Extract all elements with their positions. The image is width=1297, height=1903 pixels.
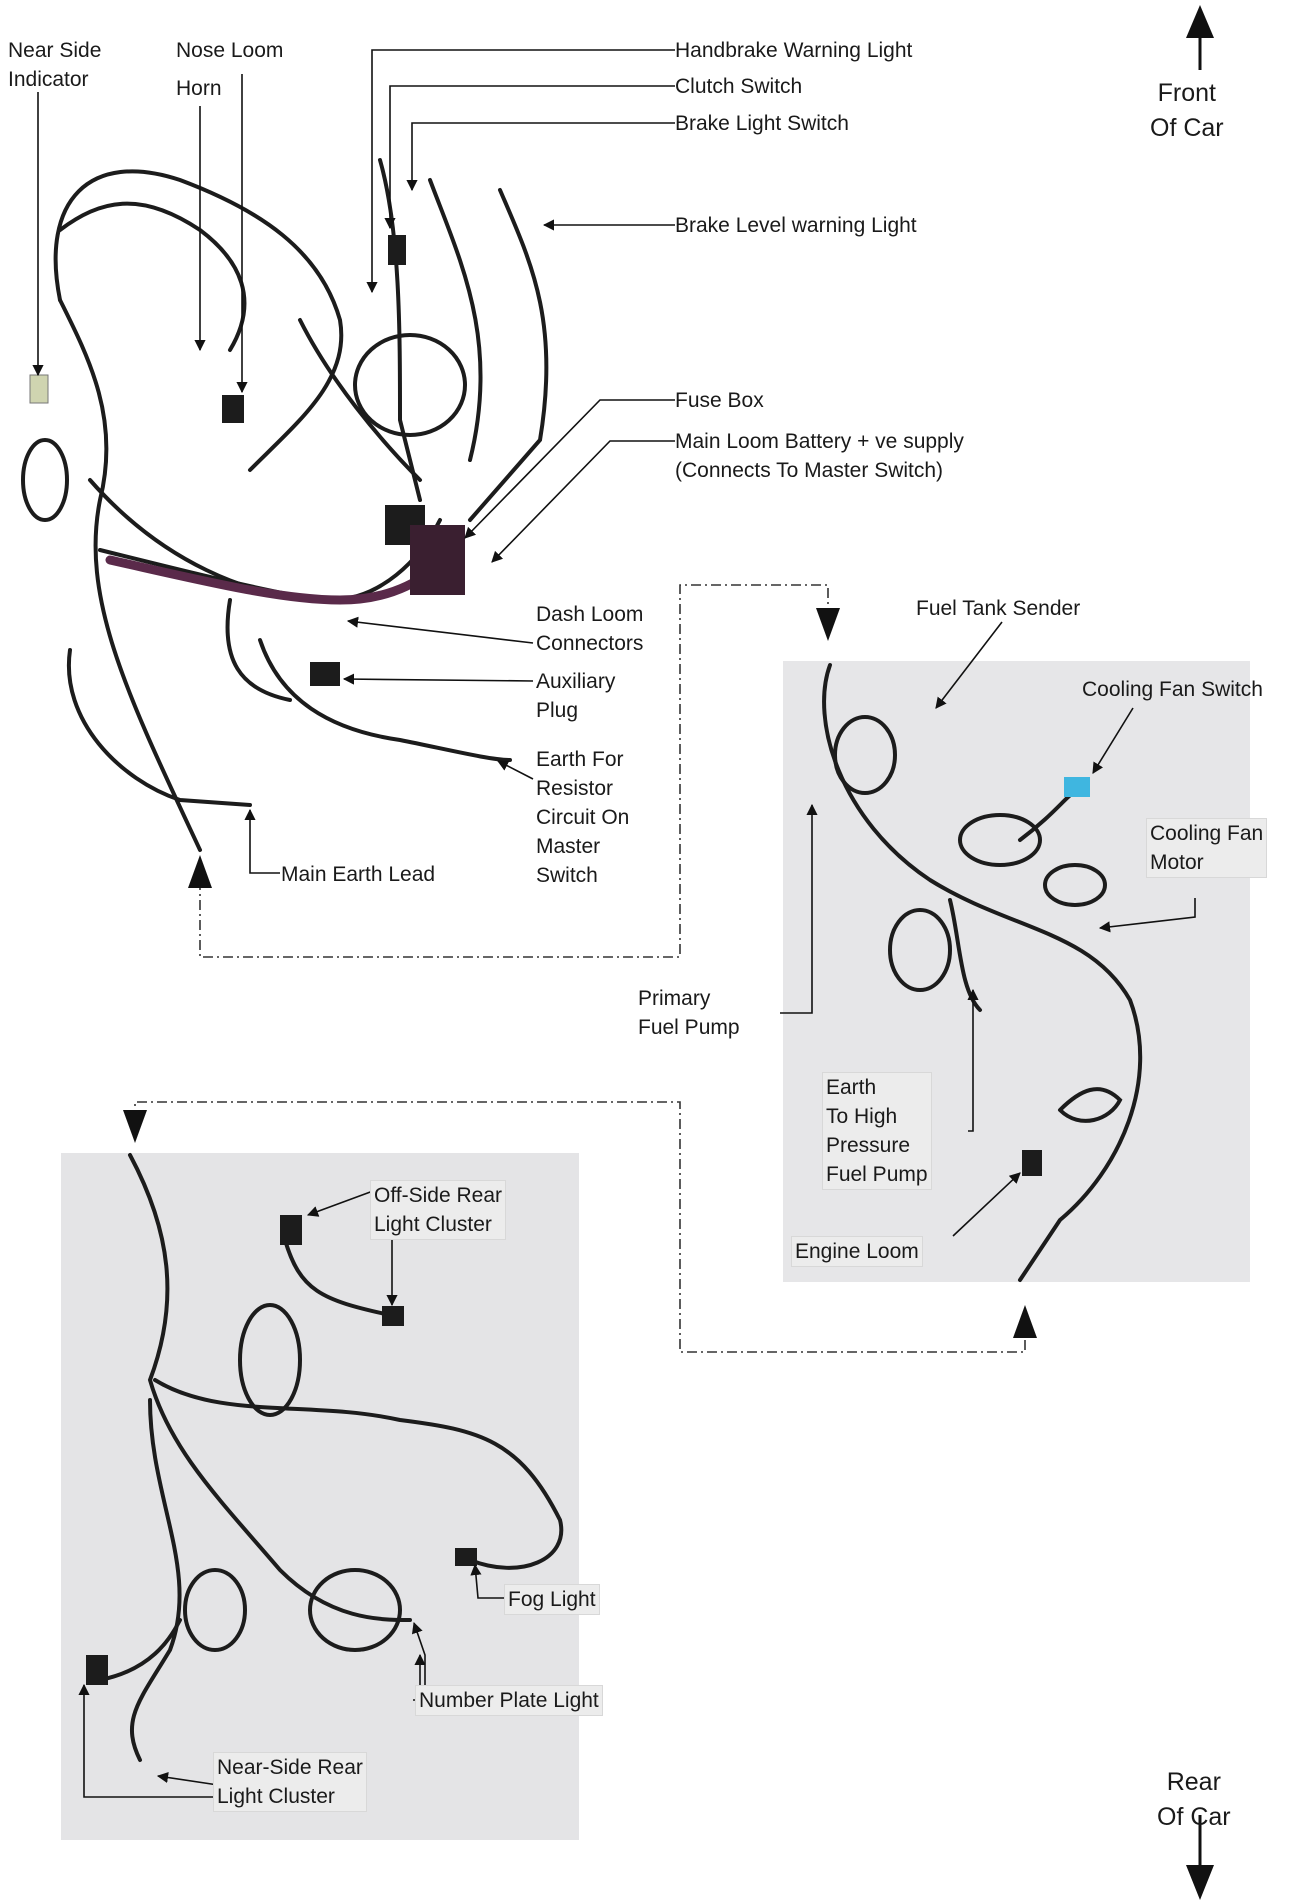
fuse-box-body <box>410 525 465 595</box>
primary-fuel-pump-label: Primary Fuel Pump <box>638 984 740 1042</box>
earth-for-resistor-label: Earth For Resistor Circuit On Master Swi… <box>536 745 629 890</box>
horn-label: Horn <box>176 74 222 103</box>
clutch-switch-connector <box>388 235 406 265</box>
fog-light-label: Fog Light <box>504 1584 600 1615</box>
engine-loom-label: Engine Loom <box>791 1236 923 1267</box>
off-side-rear-label: Off-Side Rear Light Cluster <box>370 1180 506 1240</box>
clutch-switch-label: Clutch Switch <box>675 72 802 101</box>
off-side-rear-lamp <box>382 1306 404 1326</box>
handbrake-warning-light-label: Handbrake Warning Light <box>675 36 912 65</box>
near-side-rear-label: Near-Side Rear Light Cluster <box>213 1752 367 1812</box>
number-plate-light-label: Number Plate Light <box>415 1685 603 1716</box>
near-side-indicator-label: Near Side Indicator <box>8 36 101 94</box>
fuse-box-label: Fuse Box <box>675 386 764 415</box>
main-loom-battery-label: Main Loom Battery + ve supply (Connects … <box>675 427 964 485</box>
near-side-indicator-bulb <box>30 375 48 403</box>
auxiliary-plug-connector <box>310 662 340 686</box>
nose-loom-label: Nose Loom <box>176 36 283 65</box>
front-loom-wires <box>23 160 546 850</box>
dash-loom-connectors-label: Dash Loom Connectors <box>536 600 643 658</box>
fog-light-connector <box>455 1548 477 1566</box>
brake-light-switch-label: Brake Light Switch <box>675 109 849 138</box>
off-side-rear-connector <box>280 1215 302 1245</box>
rear-loom-photo <box>61 1153 579 1840</box>
horn-connector <box>222 395 244 423</box>
cooling-fan-switch-shape <box>1064 777 1090 797</box>
earth-high-pressure-label: Earth To High Pressure Fuel Pump <box>822 1072 932 1190</box>
main-earth-lead-label: Main Earth Lead <box>281 860 435 889</box>
cooling-fan-motor-label: Cooling Fan Motor <box>1146 818 1267 878</box>
auxiliary-plug-label: Auxiliary Plug <box>536 667 615 725</box>
front-of-car-label: Front Of Car <box>1150 76 1224 146</box>
cooling-fan-switch-label: Cooling Fan Switch <box>1082 675 1263 704</box>
engine-loom-connector <box>1022 1150 1042 1176</box>
near-side-rear-connector <box>86 1655 108 1685</box>
front-arrow-icon <box>1186 5 1214 70</box>
brake-level-warning-light-label: Brake Level warning Light <box>675 211 917 240</box>
fuel-tank-sender-label: Fuel Tank Sender <box>916 594 1080 623</box>
rear-of-car-label: Rear Of Car <box>1157 1765 1231 1835</box>
